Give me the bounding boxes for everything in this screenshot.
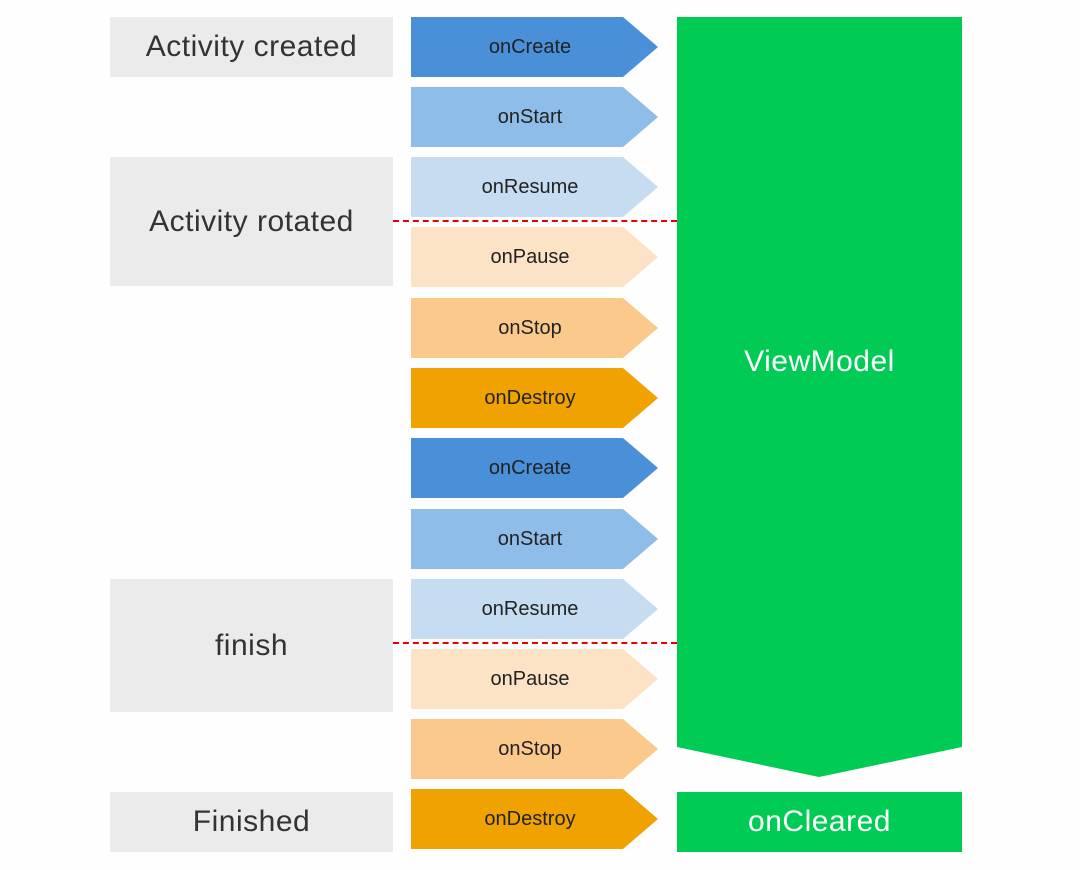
callback-label: onResume <box>481 175 579 198</box>
callback-label: onResume <box>481 597 579 620</box>
state-activity-created: Activity created <box>110 17 393 77</box>
callback-label: onDestroy <box>484 386 576 409</box>
state-finish: finish <box>110 579 393 712</box>
callback-arrow-ondestroy: onDestroy <box>411 368 658 428</box>
callback-arrow-onresume: onResume <box>411 157 658 217</box>
callback-label: onPause <box>490 667 570 690</box>
callback-label: onStart <box>497 527 563 550</box>
oncleared-box: onCleared <box>677 792 962 852</box>
rotation-marker-line <box>393 220 677 222</box>
callback-label: onPause <box>490 245 570 268</box>
state-label: finish <box>214 628 289 662</box>
callback-arrow-onstart: onStart <box>411 87 658 147</box>
callback-arrow-onpause: onPause <box>411 227 658 287</box>
viewmodel-label: ViewModel <box>744 345 895 378</box>
state-label: Activity created <box>145 30 358 63</box>
state-finished: Finished <box>110 792 393 852</box>
state-label: Activity rotated <box>149 204 354 238</box>
callback-arrow-onstop: onStop <box>411 298 658 358</box>
callback-arrow-oncreate: onCreate <box>411 17 658 77</box>
callback-label: onCreate <box>488 456 572 479</box>
viewmodel-scope-bar <box>677 17 962 777</box>
callback-label: onDestroy <box>484 807 576 830</box>
callback-arrow-onpause: onPause <box>411 649 658 709</box>
callback-arrow-onresume: onResume <box>411 579 658 639</box>
oncleared-label: onCleared <box>748 805 891 838</box>
state-label: Finished <box>192 805 311 838</box>
callback-label: onStop <box>498 737 562 760</box>
callback-label: onStop <box>498 316 562 339</box>
finish-marker-line <box>393 642 677 644</box>
callback-label: onCreate <box>488 35 572 58</box>
callback-arrow-onstop: onStop <box>411 719 658 779</box>
callback-arrow-oncreate: onCreate <box>411 438 658 498</box>
callback-label: onStart <box>497 105 563 128</box>
state-activity-rotated: Activity rotated <box>110 157 393 286</box>
callback-arrow-ondestroy: onDestroy <box>411 789 658 849</box>
callback-arrow-onstart: onStart <box>411 509 658 569</box>
